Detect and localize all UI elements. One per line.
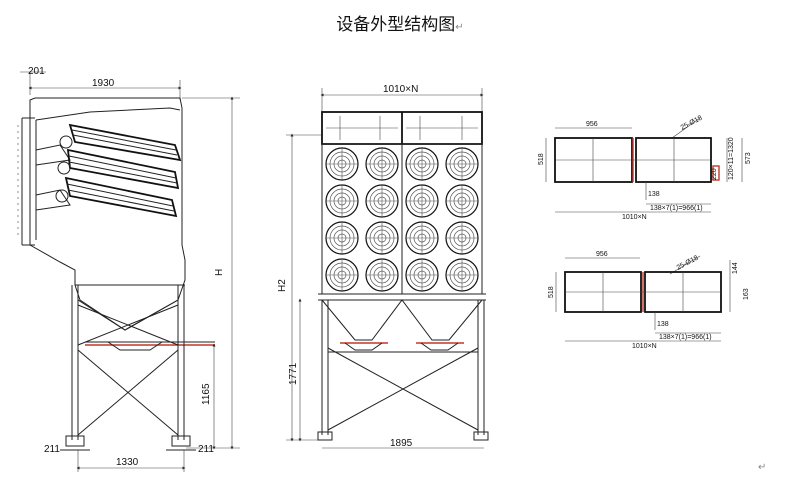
plan-top-c2: 138×7(1)=966(1) [650,205,703,212]
plan-top-c1: 138 [648,191,660,198]
plan-top-right-b: 573 [745,152,752,164]
front-total-height: H2 [277,279,288,292]
plan-bottom-h-left: 518 [548,286,555,298]
side-foot-right: 211 [198,444,214,455]
plan-top-diag: 25-Ø18 [680,115,704,132]
return-mark-icon: ↵ [455,22,464,33]
filter-cartridge-circle [325,258,359,292]
filter-cartridge-circle [325,147,359,181]
filter-cartridge-circle [445,184,479,218]
front-top-width: 1010×N [383,84,418,95]
filter-cartridge-circle [405,184,439,218]
plan-top-right-a: 120×11=1320 [728,137,735,180]
plan-bottom-w1: 956 [596,251,608,258]
plan-top: 956 25-Ø18 518 220 120×11=1320 573 138 1… [538,115,752,221]
plan-top-red-port [712,165,720,181]
filter-cartridge-circle [445,258,479,292]
front-view: 1010×N H2 1771 [277,84,489,449]
title-text: 设备外型结构图 [336,15,456,35]
side-top-code: 201 [28,66,45,77]
filter-cartridge-circle [405,258,439,292]
plan-bottom-r1: 144 [732,262,739,274]
side-leg-height: 1165 [201,383,212,405]
filter-cartridge-circle [365,147,399,181]
plan-top-w1: 956 [586,121,598,128]
side-view: 201 1930 [17,66,240,472]
filter-cartridge-circle [445,147,479,181]
plan-bottom-c1: 138 [657,321,669,328]
filter-cartridge-circle [365,184,399,218]
plan-bottom-total: 1010×N [632,343,657,350]
plan-top-total: 1010×N [622,214,647,221]
filter-cartridge-circle [445,221,479,255]
page-title: 设备外型结构图↵ [0,10,800,35]
side-height-label: H [214,269,225,276]
front-filter-cartridges [325,147,479,292]
side-foot-left: 211 [44,444,60,455]
filter-cartridge-circle [405,147,439,181]
front-bottom-width: 1895 [390,438,413,449]
plan-bottom: 956 25-Ø18 518 144 163 138 138×7(1)=966(… [548,251,750,350]
plan-top-h-left: 518 [538,153,545,165]
side-bottom-width: 1330 [116,457,139,468]
plan-bottom-r2: 163 [743,288,750,300]
filter-cartridge-circle [325,221,359,255]
end-return-mark-icon: ↵ [758,462,767,473]
plan-bottom-c2: 138×7(1)=966(1) [659,334,712,341]
plan-top-small: 220 [711,168,718,180]
side-filter-cartridges [55,123,182,218]
front-leg-height: 1771 [288,362,299,385]
side-top-width: 1930 [92,78,115,89]
filter-cartridge-circle [365,221,399,255]
filter-cartridge-circle [365,258,399,292]
filter-cartridge-circle [405,221,439,255]
filter-cartridge-circle [325,184,359,218]
